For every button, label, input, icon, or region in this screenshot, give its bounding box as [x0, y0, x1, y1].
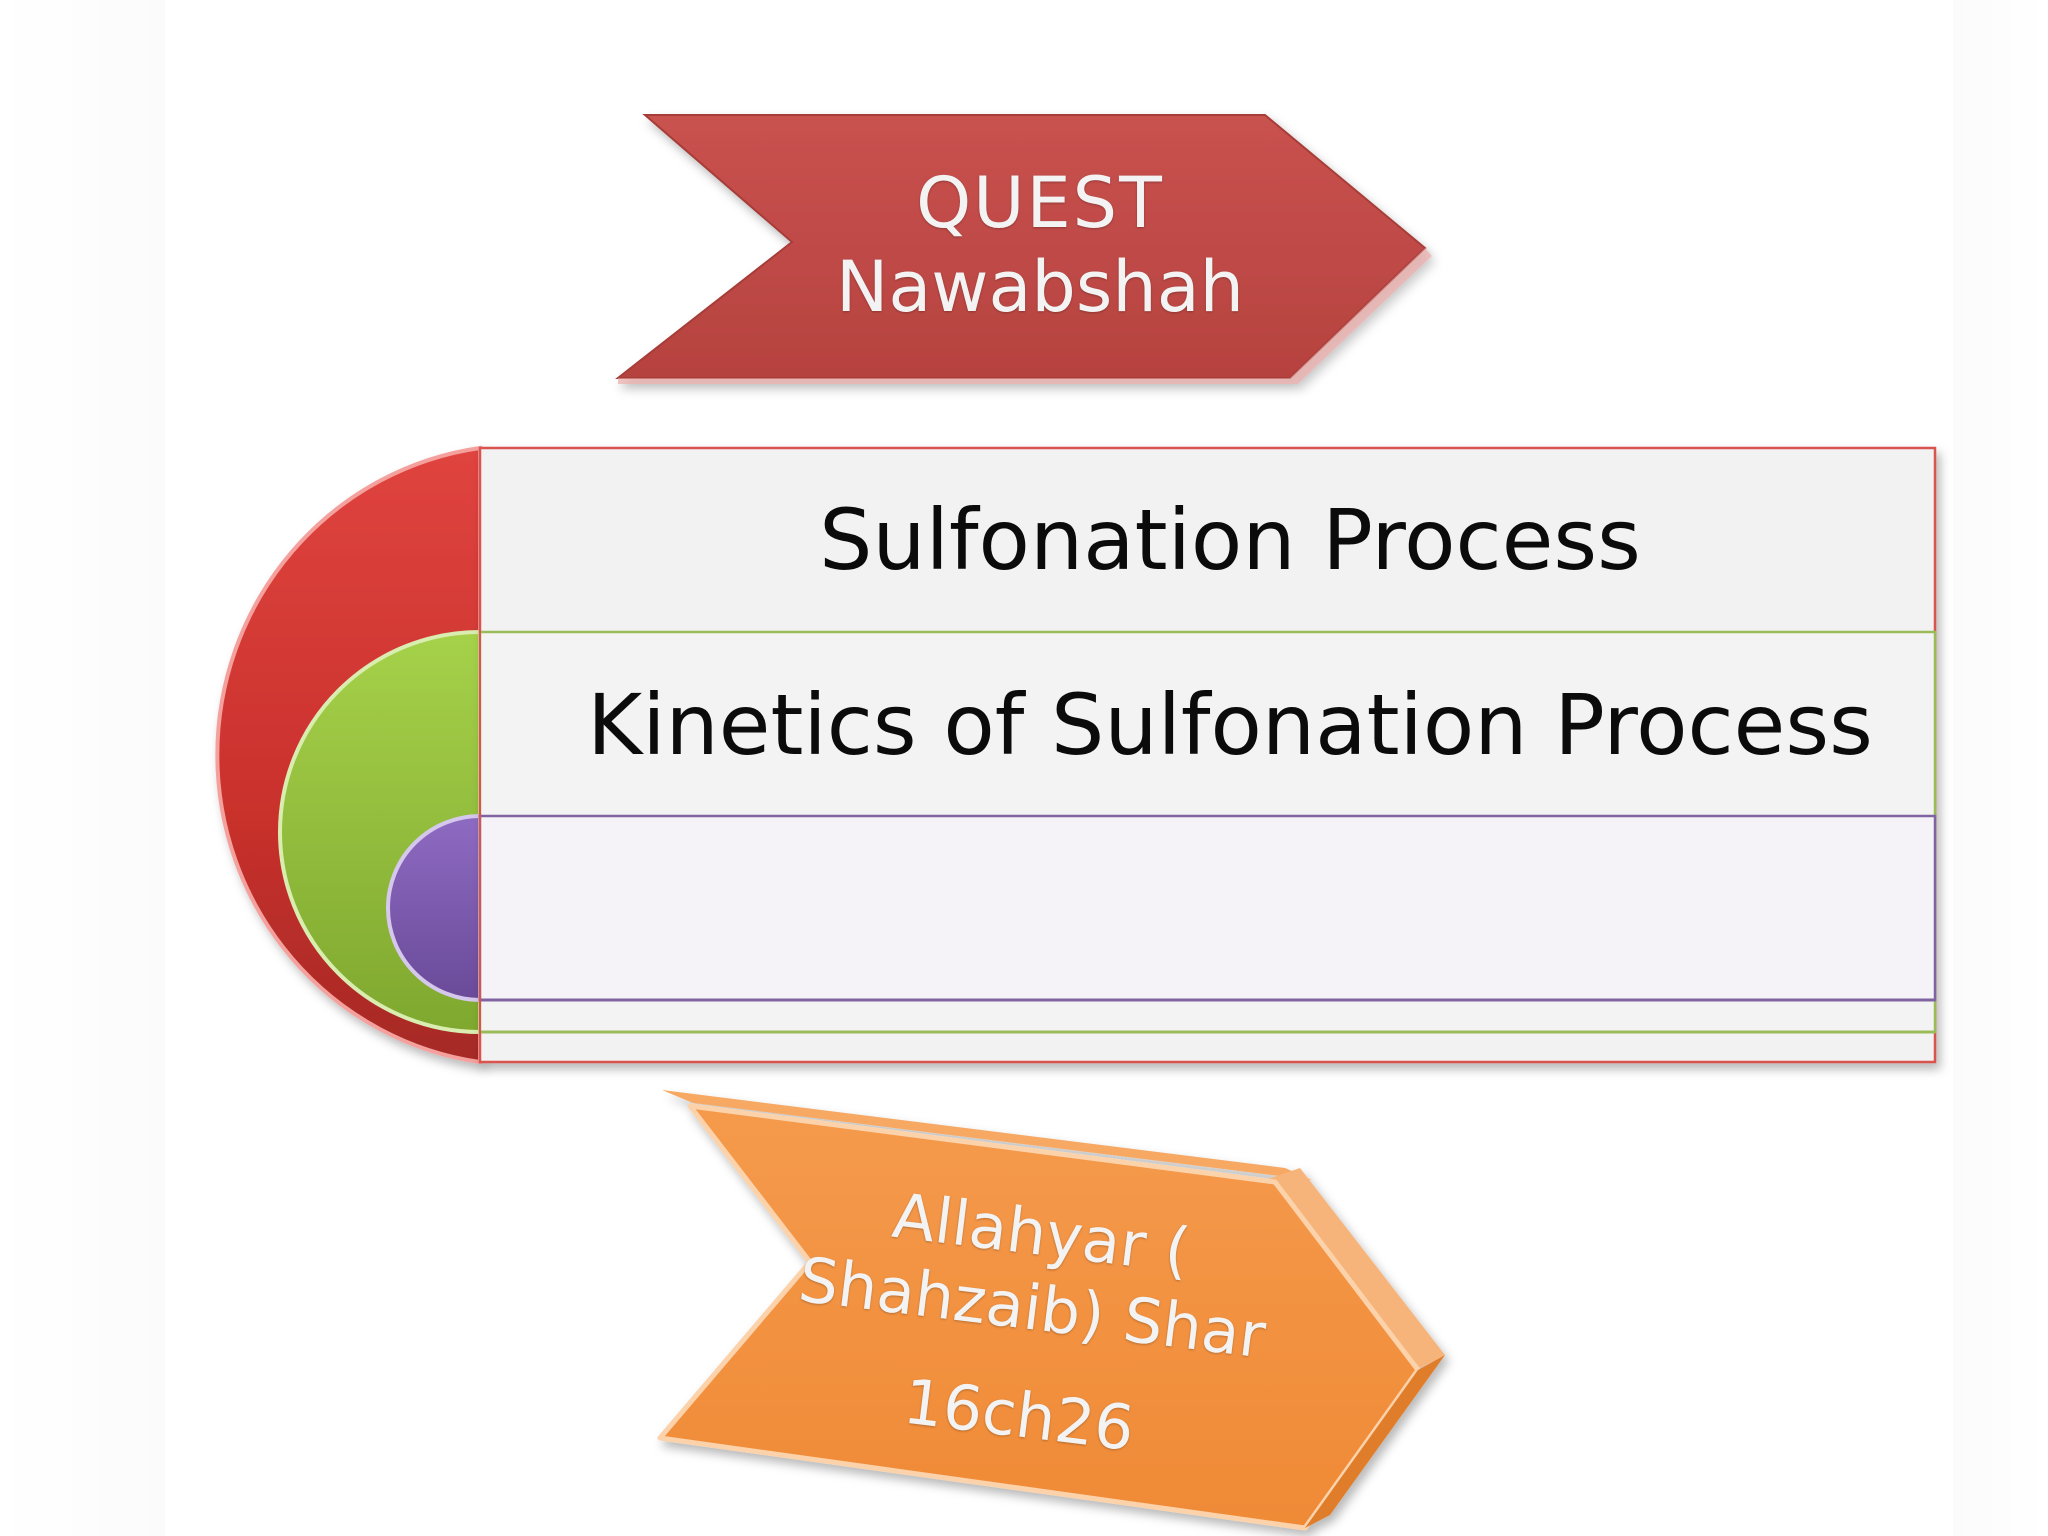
level-3-box — [478, 814, 1937, 1002]
top-arrow-line-1: QUEST — [916, 162, 1164, 244]
left-shade — [0, 0, 165, 1536]
top-arrow-line-2: Nawabshah — [836, 246, 1244, 328]
top-arrow-label: QUEST Nawabshah — [780, 145, 1300, 345]
bottom-arrow-shape — [657, 1090, 1445, 1531]
top-arrow-shape — [615, 114, 1432, 384]
level-2-text: Kinetics of Sulfonation Process — [587, 676, 1873, 774]
level-3-semicircle — [386, 813, 482, 1003]
level-3-label — [540, 825, 1920, 995]
level-rectangles — [478, 446, 1937, 1064]
bottom-arrow-line-3: 16ch26 — [899, 1364, 1139, 1466]
bottom-arrow-label: Allahyar ( Shahzaib) Shar 16ch26 — [752, 1130, 1308, 1521]
level-1-label: Sulfonation Process — [540, 455, 1920, 625]
level-1-text: Sulfonation Process — [819, 491, 1641, 589]
nested-target-shapes — [215, 445, 482, 1065]
level-2-label: Kinetics of Sulfonation Process — [540, 640, 1920, 810]
right-shade — [1953, 0, 2048, 1536]
